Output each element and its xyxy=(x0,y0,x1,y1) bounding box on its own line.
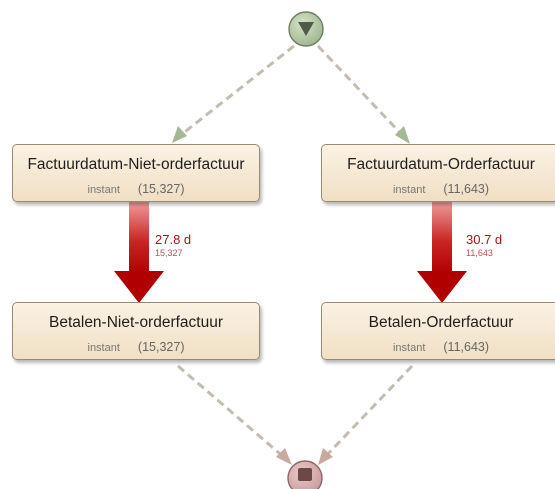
edge-n3-to-end[interactable] xyxy=(177,364,287,461)
activity-node-betalen-orderfactuur[interactable]: Betalen-Orderfactuur instant (11,643) xyxy=(321,302,555,360)
activity-type: instant xyxy=(87,184,120,196)
edge-n1-to-n3[interactable] xyxy=(129,202,149,274)
activity-label: Factuurdatum-Niet-orderfactuur xyxy=(27,156,245,173)
edge-n2-to-n4[interactable] xyxy=(432,202,452,274)
arrowhead-n1-n3 xyxy=(114,271,164,303)
triangle-down-icon xyxy=(298,22,314,36)
arrowhead-n2-n4 xyxy=(417,271,467,303)
activity-type: instant xyxy=(392,342,426,354)
activity-count: (11,643) xyxy=(443,340,490,354)
edge-duration: 30.7 d xyxy=(466,232,503,247)
edge-frequency: 15,327 xyxy=(155,248,183,258)
activity-label: Betalen-Orderfactuur xyxy=(368,314,514,331)
activity-label: Betalen-Niet-orderfactuur xyxy=(48,314,224,331)
activity-node-factuurdatum-niet-orderfactuur[interactable]: Factuurdatum-Niet-orderfactuur instant (1… xyxy=(12,144,260,202)
activity-node-factuurdatum-orderfactuur[interactable]: Factuurdatum-Orderfactuur instant (11,643… xyxy=(321,144,555,202)
edge-label-n1-n3: 27.8 d 15,327 xyxy=(155,232,191,258)
activity-node-betalen-niet-orderfactuur[interactable]: Betalen-Niet-orderfactuur instant (15,327… xyxy=(12,302,260,360)
arrowhead-start-n2 xyxy=(395,126,410,144)
edge-label-n2-n4: 30.7 d 11,643 xyxy=(466,232,502,258)
edge-duration: 27.8 d xyxy=(155,232,192,247)
activity-count: (15,327) xyxy=(137,182,185,196)
activity-stats: instant (11,643) xyxy=(322,340,555,354)
edge-start-to-n1[interactable] xyxy=(176,44,295,140)
edge-frequency: 11,643 xyxy=(466,248,493,258)
activity-stats: instant (15,327) xyxy=(13,182,259,196)
activity-label: Factuurdatum-Orderfactuur xyxy=(347,156,535,173)
activity-stats: instant (11,643) xyxy=(322,182,555,196)
activity-count: (15,327) xyxy=(137,340,185,354)
activity-count: (11,643) xyxy=(443,182,490,196)
square-stop-icon xyxy=(298,468,312,481)
arrowhead-n4-end xyxy=(318,448,333,465)
arrowhead-n3-end xyxy=(276,448,292,465)
activity-type: instant xyxy=(392,184,426,196)
activity-stats: instant (15,327) xyxy=(13,340,259,354)
edge-start-to-n2[interactable] xyxy=(316,44,407,140)
edge-n4-to-end[interactable] xyxy=(322,364,414,460)
arrowhead-start-n1 xyxy=(172,126,187,143)
activity-type: instant xyxy=(87,342,120,354)
